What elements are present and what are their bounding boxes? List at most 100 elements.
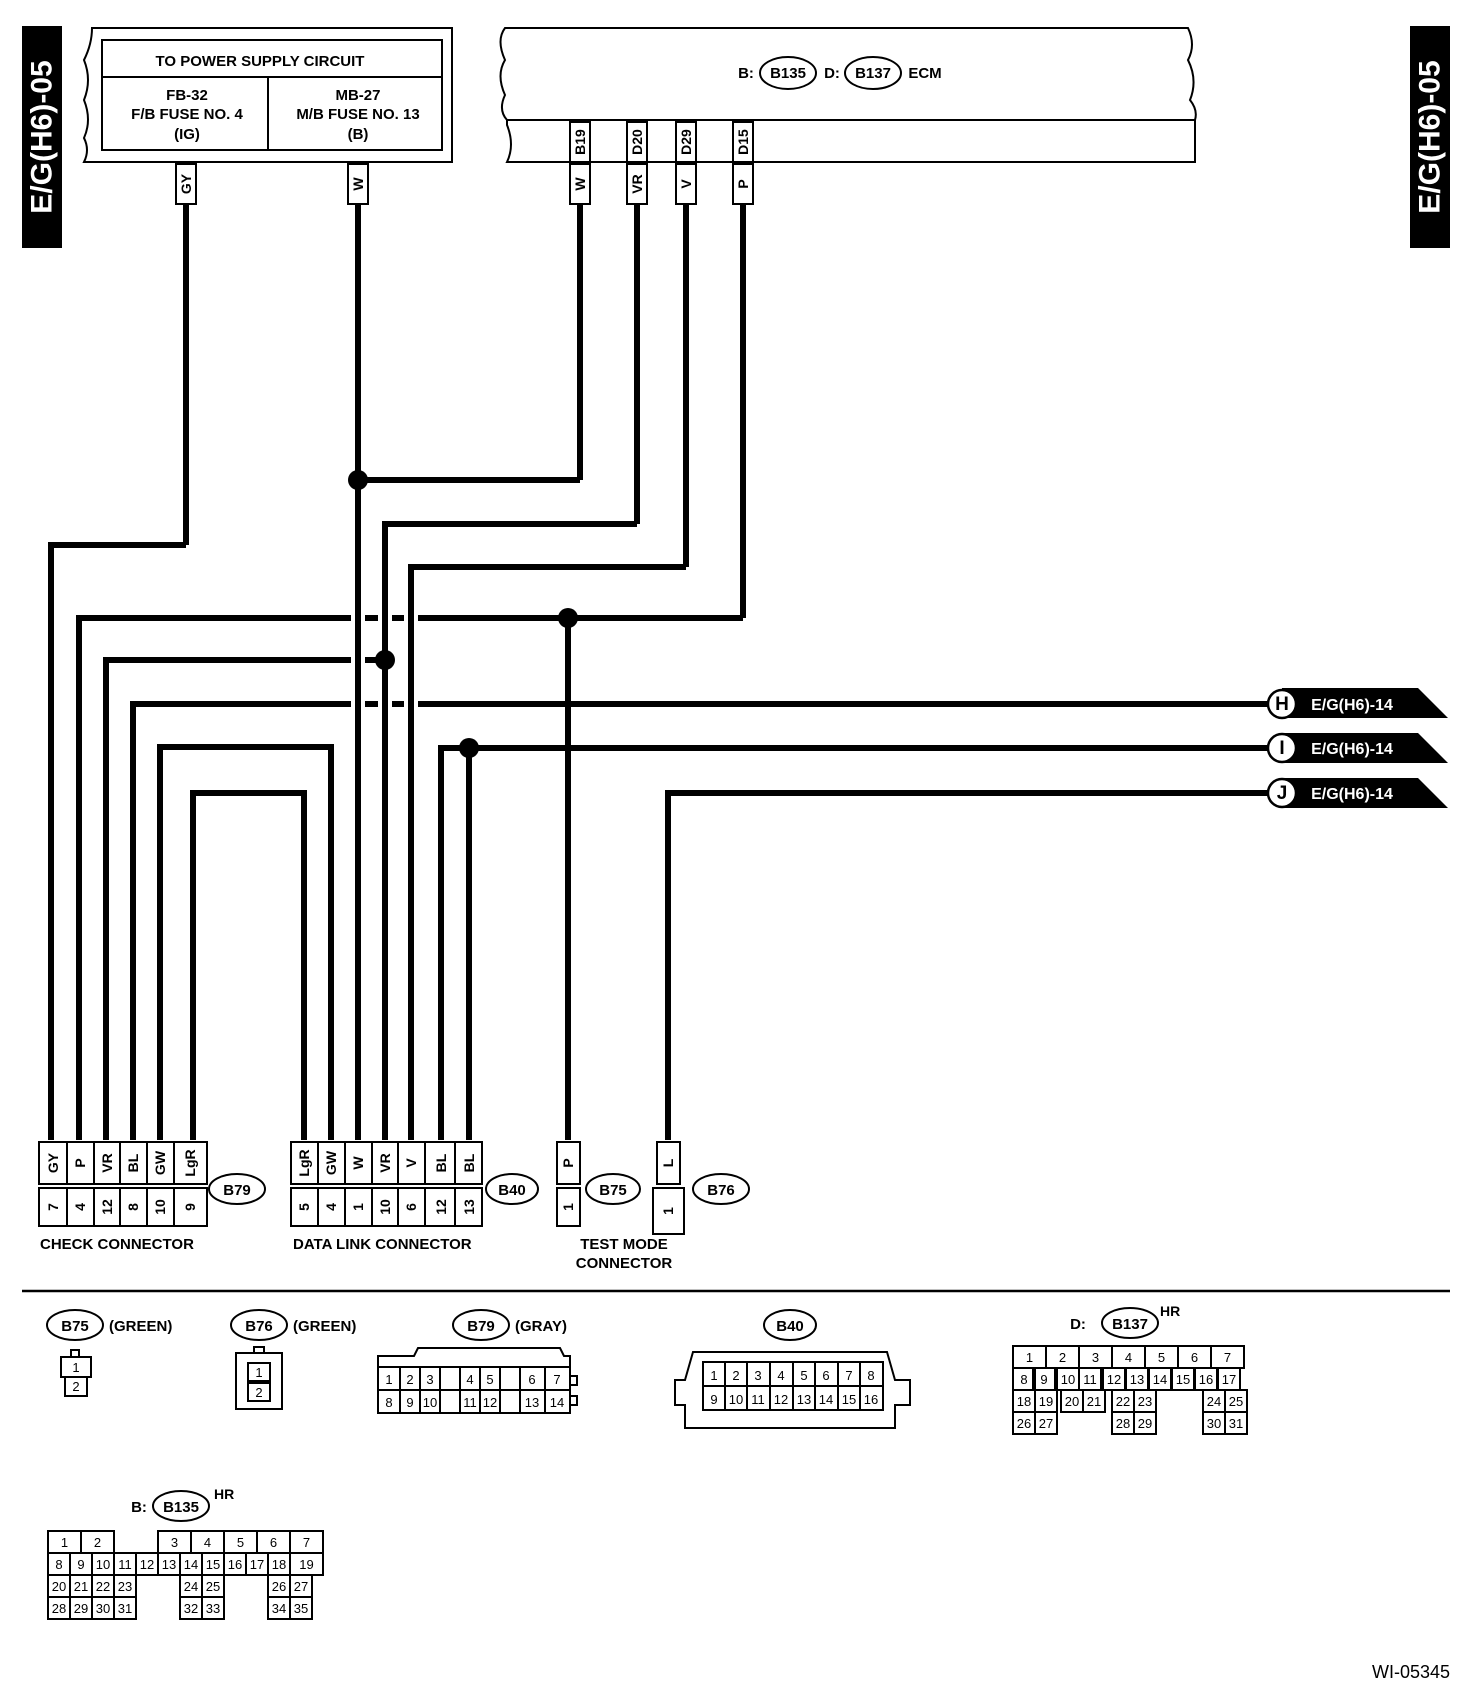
pin-cell bbox=[1034, 1411, 1058, 1435]
check-wire-p: P bbox=[72, 1158, 88, 1167]
view-b40-pin: 15 bbox=[842, 1392, 856, 1407]
view-b79-pin: 14 bbox=[550, 1395, 564, 1410]
pin-label: 9 bbox=[1040, 1372, 1047, 1387]
ecm-terminal-b19: B19 bbox=[572, 129, 588, 155]
power-supply-title: TO POWER SUPPLY CIRCUIT bbox=[156, 53, 365, 70]
dlc-wire: V bbox=[403, 1158, 419, 1168]
check-pin: 10 bbox=[152, 1199, 168, 1215]
ecm-conn-b: B135 bbox=[770, 65, 806, 82]
pin-label: 27 bbox=[1039, 1416, 1053, 1431]
pin-label: 14 bbox=[1153, 1372, 1167, 1387]
view-b40-id: B40 bbox=[776, 1318, 804, 1335]
side-label-right: E/G(H6)-05 bbox=[1410, 26, 1450, 248]
ecm-conn-d-oval bbox=[844, 56, 902, 90]
dlc-connector-id: B40 bbox=[498, 1182, 526, 1199]
pin-label: 21 bbox=[1087, 1394, 1101, 1409]
view-b79-pin: 13 bbox=[525, 1395, 539, 1410]
pin-label: 32 bbox=[184, 1601, 198, 1616]
offpage-connector-i: I E/G(H6)-14 bbox=[1266, 732, 1448, 764]
check-pin: 4 bbox=[72, 1203, 88, 1211]
view-b40-pin: 12 bbox=[774, 1392, 788, 1407]
wire-crossings bbox=[351, 611, 418, 711]
junction-dot bbox=[375, 650, 395, 670]
offpage-letter-h: H bbox=[1275, 694, 1289, 715]
view-b79-pin: 12 bbox=[483, 1395, 497, 1410]
pin-label: 13 bbox=[162, 1557, 176, 1572]
pin-label: 15 bbox=[1176, 1372, 1190, 1387]
pin-label: 34 bbox=[272, 1601, 286, 1616]
pin-label: 3 bbox=[1092, 1350, 1099, 1365]
pin-label: 35 bbox=[294, 1601, 308, 1616]
pin-label: 6 bbox=[1191, 1350, 1198, 1365]
dlc-pin: 6 bbox=[403, 1203, 419, 1211]
pin-label: 8 bbox=[55, 1557, 62, 1572]
pin-label: 29 bbox=[1138, 1416, 1152, 1431]
view-b79: B79 (GRAY) 1 2 3 4 5 6 7 8 9 10 11 12 13… bbox=[377, 1309, 578, 1414]
pin-label: 19 bbox=[1039, 1394, 1053, 1409]
ecm-conn-d: B137 bbox=[855, 65, 891, 82]
test-mode-wire: P bbox=[560, 1158, 576, 1167]
view-b76: B76 (GREEN) 1 2 bbox=[230, 1309, 356, 1410]
view-b79-pin: 7 bbox=[553, 1372, 560, 1387]
offpage-letter-i: I bbox=[1279, 738, 1284, 759]
view-b137-id: B137 bbox=[1112, 1316, 1148, 1333]
top-wire-tags: GY W W VR V P bbox=[175, 163, 754, 205]
view-b79-color: (GRAY) bbox=[515, 1318, 567, 1335]
view-b40-pin: 4 bbox=[777, 1368, 784, 1383]
view-b137-prefix: D: bbox=[1070, 1316, 1086, 1333]
view-b40-pin: 10 bbox=[729, 1392, 743, 1407]
pin-label: 5 bbox=[237, 1535, 244, 1550]
dlc-wire: VR bbox=[377, 1153, 393, 1172]
pin-label: 3 bbox=[171, 1535, 178, 1550]
pin-cell bbox=[1133, 1411, 1157, 1435]
side-label-left-text: E/G(H6)-05 bbox=[26, 60, 59, 213]
pin-label: 26 bbox=[272, 1579, 286, 1594]
view-b75-pin: 2 bbox=[72, 1379, 79, 1394]
dlc-pin: 1 bbox=[350, 1203, 366, 1211]
pin-label: 13 bbox=[1130, 1372, 1144, 1387]
pin-cell bbox=[201, 1596, 225, 1620]
pin-label: 1 bbox=[61, 1535, 68, 1550]
pin-label: 30 bbox=[1207, 1416, 1221, 1431]
pin-label: 7 bbox=[1224, 1350, 1231, 1365]
test-mode-id: B75 bbox=[599, 1182, 627, 1199]
view-b40-pin: 5 bbox=[800, 1368, 807, 1383]
ecm-terminal-d15: D15 bbox=[735, 129, 751, 155]
view-b75-pin: 1 bbox=[72, 1360, 79, 1375]
pin-label: 30 bbox=[96, 1601, 110, 1616]
view-b75: B75 (GREEN) 1 2 bbox=[46, 1309, 172, 1397]
pin-label: 2 bbox=[94, 1535, 101, 1550]
side-label-left: E/G(H6)-05 bbox=[22, 26, 62, 248]
view-b40: B40 1 2 3 4 5 6 7 8 9 10 11 12 13 14 15 … bbox=[674, 1309, 911, 1429]
pin-label: 17 bbox=[250, 1557, 264, 1572]
dlc-wire: W bbox=[350, 1156, 366, 1170]
view-b75-id: B75 bbox=[61, 1318, 89, 1335]
pin-label: 31 bbox=[118, 1601, 132, 1616]
pin-label: 28 bbox=[1116, 1416, 1130, 1431]
dlc-pin: 5 bbox=[296, 1203, 312, 1211]
view-b79-pin: 2 bbox=[406, 1372, 413, 1387]
view-b40-pin: 2 bbox=[732, 1368, 739, 1383]
pin-label: 18 bbox=[272, 1557, 286, 1572]
data-link-connector: LgR GW W VR V BL BL 5 4 1 10 6 12 13 B40… bbox=[290, 1141, 539, 1253]
view-b79-pin: 1 bbox=[385, 1372, 392, 1387]
junction-dot bbox=[459, 738, 479, 758]
test-mode-connector: P 1 B75 TEST MODE CONNECTOR bbox=[556, 1141, 672, 1272]
pin-label: 2 bbox=[1059, 1350, 1066, 1365]
ecm-terminal-d20: D20 bbox=[629, 129, 645, 155]
view-b40-pin: 16 bbox=[864, 1392, 878, 1407]
dlc-pin: 12 bbox=[433, 1199, 449, 1215]
dlc-pin: 4 bbox=[323, 1203, 339, 1211]
pin-label: 9 bbox=[77, 1557, 84, 1572]
pin-label: 33 bbox=[206, 1601, 220, 1616]
pin-label: 18 bbox=[1017, 1394, 1031, 1409]
ecm-wire-tag-p: P bbox=[735, 179, 751, 188]
view-b40-pin: 7 bbox=[845, 1368, 852, 1383]
pin-label: 4 bbox=[204, 1535, 211, 1550]
view-b76-color: (GREEN) bbox=[293, 1318, 356, 1335]
pin-label: 20 bbox=[52, 1579, 66, 1594]
pin-label: 10 bbox=[1061, 1372, 1075, 1387]
view-b76-pin: 1 bbox=[255, 1365, 262, 1380]
pin-label: 20 bbox=[1065, 1394, 1079, 1409]
